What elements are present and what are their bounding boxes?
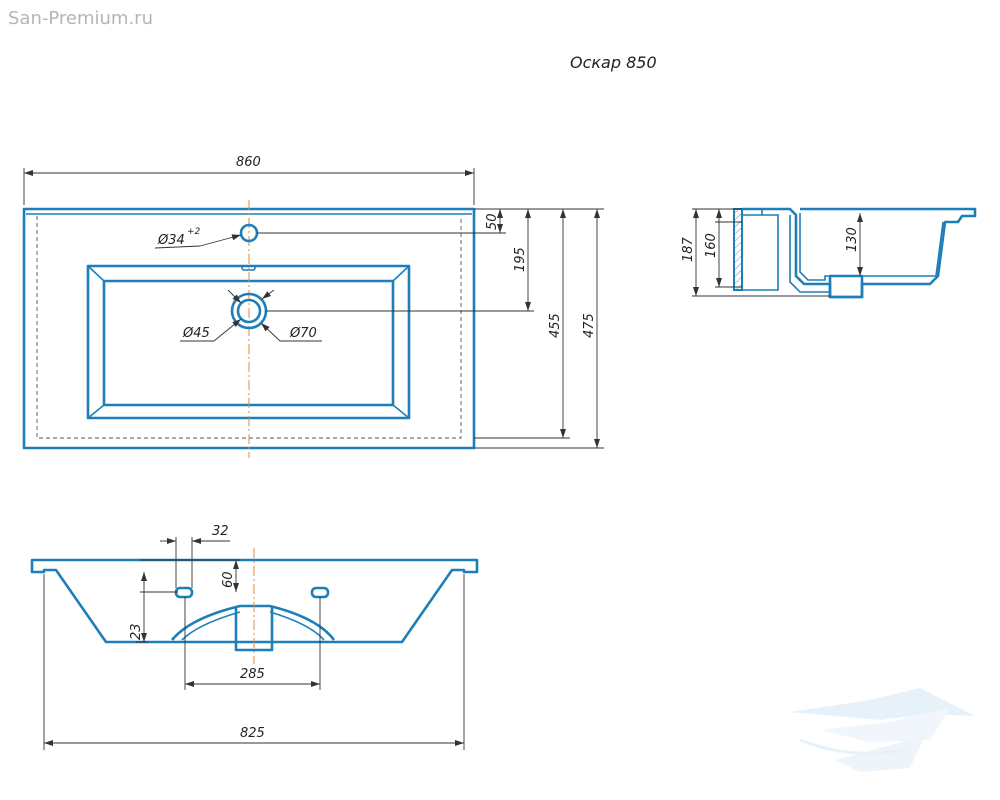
drain-outer-label: Ø70 <box>289 326 317 341</box>
side-bottom-wall <box>789 215 830 293</box>
front-bowl-bottom <box>170 604 336 641</box>
side-back-wall <box>733 208 743 291</box>
tap-hole-tolerance: +2 <box>187 227 201 237</box>
overflow-slot-right <box>310 586 330 599</box>
dim-825: 825 <box>240 726 265 741</box>
side-outer-outline <box>742 207 977 299</box>
side-view: 187 160 130 <box>681 207 977 299</box>
dim-23: 23 <box>129 623 144 640</box>
front-outline <box>30 558 479 644</box>
side-drain <box>828 274 864 299</box>
top-view: 860 50 195 455 475 Ø34 +2 Ø45 Ø70 <box>22 155 604 458</box>
tap-hole-label: Ø34 <box>157 233 185 248</box>
dim-160: 160 <box>704 233 719 258</box>
bowl-outer <box>86 264 411 420</box>
side-inner-bowl <box>799 213 944 281</box>
dim-130: 130 <box>845 227 860 252</box>
front-drain <box>234 606 274 652</box>
wave-logo <box>790 688 975 772</box>
dim-187: 187 <box>681 236 696 262</box>
drawing-title: Оскар 850 <box>570 53 657 72</box>
dim-32: 32 <box>212 524 229 539</box>
dim-475: 475 <box>582 313 597 338</box>
front-view: 32 60 23 285 825 <box>30 524 479 750</box>
overflow-slot <box>241 265 256 271</box>
dim-50: 50 <box>485 213 500 230</box>
side-front-box <box>742 214 779 291</box>
dim-285: 285 <box>240 667 265 682</box>
watermark: San-Premium.ru <box>8 8 153 29</box>
drain-inner <box>236 298 262 324</box>
overflow-slot-left <box>174 586 194 599</box>
drain-inner-label: Ø45 <box>182 326 210 341</box>
dim-455: 455 <box>548 313 563 338</box>
dim-195: 195 <box>513 247 528 272</box>
dim-860: 860 <box>236 155 261 170</box>
dim-60: 60 <box>221 571 236 588</box>
